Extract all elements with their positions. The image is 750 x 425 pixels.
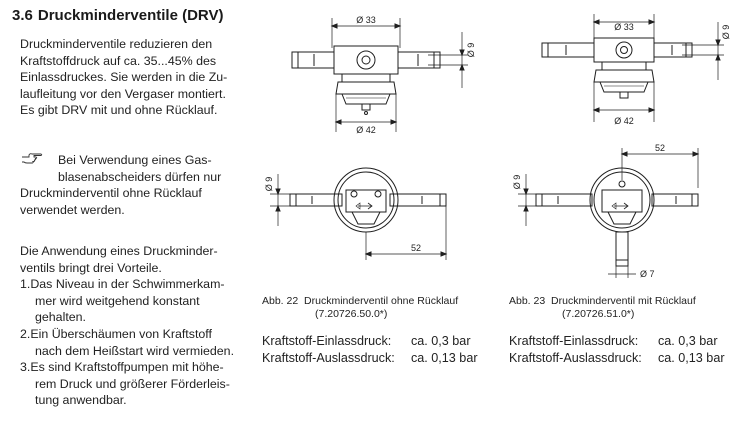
hint-line: blasenabscheiders dürfen nur	[58, 169, 222, 184]
pressure-value: ca. 0,3 bar	[658, 334, 718, 348]
pressure-row: Kraftstoff-Auslassdruck: ca. 0,13 bar	[262, 350, 478, 367]
figure-caption-text: Druckminderventil ohne Rücklauf	[304, 295, 459, 307]
pressure-value: ca. 0,13 bar	[411, 351, 478, 365]
hint-line: Druckminderventil ohne Rücklauf	[20, 186, 202, 201]
figure-part-number: (7.20726.51.0*)	[562, 308, 635, 320]
dim-side-tube: Ø 9	[264, 177, 274, 192]
list-item: 3.Es sind Kraftstoffpumpen mit höhe-	[20, 359, 260, 376]
figure-23-pressures: Kraftstoff-Einlassdruck: ca. 0,3 bar Kraf…	[509, 333, 725, 367]
list-marker: 1.	[20, 277, 31, 292]
pressure-row: Kraftstoff-Einlassdruck: ca. 0,3 bar	[262, 333, 478, 350]
pressure-row: Kraftstoff-Auslassdruck: ca. 0,13 bar	[509, 350, 725, 367]
dim-top-width: Ø 33	[614, 22, 634, 32]
dim-length: 52	[411, 243, 421, 253]
list-marker: 2.	[20, 326, 31, 341]
list-item: 2.Ein Überschäumen von Kraftstoff	[20, 326, 260, 343]
pressure-label: Kraftstoff-Einlassdruck:	[509, 334, 639, 348]
list-marker: 3.	[20, 360, 31, 375]
figure-22-side-view: Ø 33 Ø 9 Ø 42	[291, 15, 476, 135]
pressure-value: ca. 0,3 bar	[411, 334, 471, 348]
list-item-text: Ein Überschäumen von Kraftstoff	[30, 326, 212, 341]
pressure-label: Kraftstoff-Einlassdruck:	[262, 334, 392, 348]
intro-line: Druckminderventile reduzieren den	[20, 37, 213, 51]
intro-line: Kraftstoffdruck auf ca. 35...45% des	[20, 53, 217, 68]
figure-22-pressures: Kraftstoff-Einlassdruck: ca. 0,3 bar Kraf…	[262, 333, 478, 367]
section-title: Druckminderventile (DRV)	[37, 7, 224, 24]
figure-22-bottom-view: Ø 9 52	[264, 167, 448, 260]
intro-line: Es gibt DRV mit und ohne Rücklauf.	[20, 103, 218, 118]
figure-23-side-view: Ø 33 Ø 9 Ø 42	[541, 14, 731, 126]
list-item-line: rem Druck und größerer Förderleis-	[35, 376, 230, 391]
list-item-text: Das Niveau in der Schwimmerkam-	[30, 277, 225, 292]
figure-label: Abb. 22	[262, 295, 299, 307]
pointing-hand-icon	[22, 153, 43, 164]
pressure-label: Kraftstoff-Auslassdruck:	[262, 351, 395, 365]
hint-paragraph: Bei Verwendung eines Gas- blasenabscheid…	[20, 152, 255, 218]
figure-part-number: (7.20726.50.0*)	[315, 308, 388, 320]
dim-length: 52	[655, 143, 665, 153]
figure-22-caption: Abb. 22 Druckminderventil ohne Rücklauf …	[262, 295, 458, 321]
list-item-line: mer wird weitgehend konstant	[35, 293, 200, 308]
figure-23-caption: Abb. 23 Druckminderventil mit Rücklauf (…	[509, 295, 696, 321]
list-intro-line: Die Anwendung eines Druckminder-	[20, 244, 218, 258]
figure-23-bottom-view: 52 Ø 9 Ø 7	[512, 143, 700, 279]
list-item-line: gehalten.	[35, 310, 86, 325]
pressure-label: Kraftstoff-Auslassdruck:	[509, 351, 642, 365]
figure-label: Abb. 23	[509, 295, 546, 307]
figure-caption-text: Druckminderventil mit Rücklauf	[551, 295, 696, 307]
dim-base: Ø 42	[356, 125, 376, 135]
list-item-text: Es sind Kraftstoffpumpen mit höhe-	[30, 360, 224, 375]
dim-tube: Ø 9	[721, 25, 731, 40]
dim-return: Ø 7	[640, 269, 655, 279]
list-item-line: nach dem Heißstart wird vermieden.	[35, 343, 235, 358]
intro-line: laufleitung vor den Vergaser montiert.	[20, 86, 226, 101]
pressure-value: ca. 0,13 bar	[658, 351, 725, 365]
dim-side-tube: Ø 9	[512, 175, 522, 190]
hint-line: verwendet werden.	[20, 202, 125, 217]
dim-tube: Ø 9	[466, 43, 476, 58]
dim-top-width: Ø 33	[356, 15, 376, 25]
advantages-list: Die Anwendung eines Druckminder- ventils…	[20, 243, 260, 409]
list-item-line: tung anwendbar.	[35, 393, 127, 408]
pressure-row: Kraftstoff-Einlassdruck: ca. 0,3 bar	[509, 333, 725, 350]
list-intro-line: ventils bringt drei Vorteile.	[20, 260, 162, 275]
section-number: 3.6	[12, 7, 33, 24]
intro-line: Einlassdruckes. Sie werden in die Zu-	[20, 70, 228, 85]
hint-line: Bei Verwendung eines Gas-	[58, 153, 212, 167]
list-item: 1.Das Niveau in der Schwimmerkam-	[20, 276, 260, 293]
intro-paragraph: Druckminderventile reduzieren den Krafts…	[20, 36, 255, 119]
dim-base: Ø 42	[614, 116, 634, 126]
